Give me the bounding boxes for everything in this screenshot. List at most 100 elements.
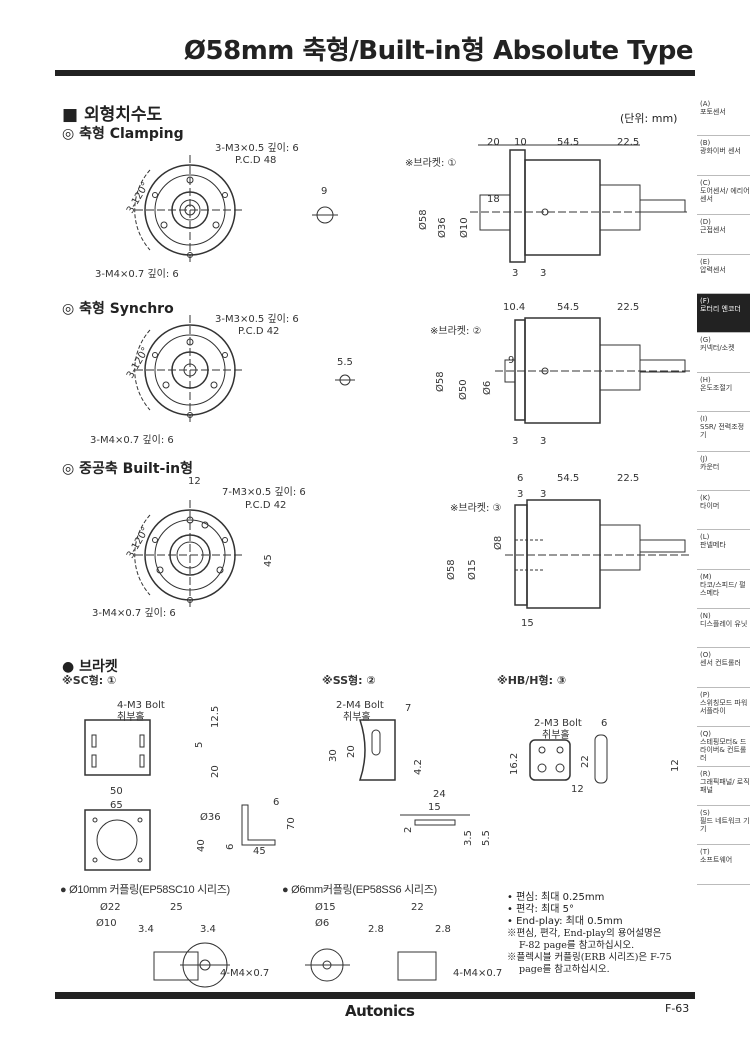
bracket-sc-drawing xyxy=(84,719,276,871)
dim-label: 3-M4×0.7 깊이: 6 xyxy=(92,608,176,619)
dim-label: 3.5 xyxy=(463,830,474,846)
dim-label: P.C.D 42 xyxy=(238,326,280,337)
dim-label: 5.5 xyxy=(337,357,353,368)
sidebar-item-l[interactable]: (L)판넬메타 xyxy=(697,530,750,570)
sidebar-item-t[interactable]: (T)소프트웨어 xyxy=(697,845,750,885)
dim-label: 4-M4×0.7 xyxy=(453,968,503,979)
dim-label: 3 xyxy=(540,268,547,279)
sidebar-item-p[interactable]: (P)스위칭모드 파워서플라이 xyxy=(697,688,750,728)
dim-label: 45 xyxy=(263,554,274,567)
dim-label: 6 xyxy=(517,473,524,484)
sidebar-item-code: (O) xyxy=(700,651,711,660)
sidebar-item-code: (L) xyxy=(700,533,710,542)
synchro-front-view xyxy=(134,315,355,425)
dim-label: 54.5 xyxy=(557,473,580,484)
sidebar-item-b[interactable]: (B)광화이버 센서 xyxy=(697,136,750,176)
sidebar-item-r[interactable]: (R)그래픽패널/ 로직패널 xyxy=(697,767,750,807)
dim-label: 취부홀 xyxy=(542,730,570,741)
page-title: Ø58mm 축형/Built-in형 Absolute Type xyxy=(183,36,694,66)
sidebar-item-d[interactable]: (D)근접센서 xyxy=(697,215,750,255)
sidebar-item-label: 포토센서 xyxy=(700,108,726,116)
dim-label: Ø36 xyxy=(437,217,448,238)
bracket-ref: ※브라켓: ② xyxy=(430,326,482,337)
sidebar-item-o[interactable]: (O)센서 컨트롤러 xyxy=(697,648,750,688)
dim-label: 25 xyxy=(170,902,183,913)
dim-label: 10 xyxy=(514,137,527,148)
dim-label: 50 xyxy=(110,786,123,797)
sidebar-item-code: (B) xyxy=(700,139,711,148)
dim-label: 4-M3 Bolt xyxy=(117,700,165,711)
clamping-side-view xyxy=(470,144,690,263)
dim-label: 40 xyxy=(196,839,207,852)
sidebar-item-i[interactable]: (I)SSR/ 전력조정기 xyxy=(697,412,750,452)
sidebar-item-h[interactable]: (H)온도조절기 xyxy=(697,373,750,413)
dim-label: 22 xyxy=(580,755,591,768)
sidebar-item-c[interactable]: (C)도어센서/ 에리어센서 xyxy=(697,176,750,216)
dim-label: 5 xyxy=(194,741,205,748)
dim-label: 22.5 xyxy=(617,302,640,313)
dim-label: 3-M4×0.7 깊이: 6 xyxy=(95,269,179,280)
sidebar-item-f[interactable]: (F)로터리 엔코더 xyxy=(697,293,750,334)
dim-label: 20 xyxy=(487,137,500,148)
note-line: page를 참고하십시오. xyxy=(519,964,610,975)
dim-label: 2-M4 Bolt xyxy=(336,700,384,711)
category-sidebar: (A)포토센서(B)광화이버 센서(C)도어센서/ 에리어센서(D)근접센서(E… xyxy=(697,97,750,885)
bracket-ref: ※브라켓: ① xyxy=(405,158,457,169)
sidebar-item-k[interactable]: (K)타이머 xyxy=(697,491,750,531)
dim-label: 54.5 xyxy=(557,137,580,148)
sidebar-item-label: 커넥터/소켓 xyxy=(700,344,735,353)
dim-label: 12 xyxy=(188,476,201,487)
sidebar-item-label: 타코/스피드/ 펄스메타 xyxy=(700,580,746,597)
dim-label: P.C.D 42 xyxy=(245,500,287,511)
dim-label: 7-M3×0.5 깊이: 6 xyxy=(222,487,306,498)
dim-label: Ø50 xyxy=(458,379,469,400)
dim-label: Ø36 xyxy=(200,812,221,823)
unit-label: (단위: mm) xyxy=(620,112,678,125)
coupling-drawings xyxy=(153,942,437,988)
note-line: ※편심, 편각, End-play의 용어설명은 xyxy=(507,928,662,939)
dim-label: 16.2 xyxy=(509,752,520,775)
dim-label: 20 xyxy=(346,745,357,758)
sidebar-item-m[interactable]: (M)타코/스피드/ 펄스메타 xyxy=(697,570,750,610)
coupling-notes: • 편심: 최대 0.25mm • 편각: 최대 5° • End-play: … xyxy=(507,892,672,976)
sidebar-item-q[interactable]: (Q)스테핑모터& 드라이버& 컨트롤러 xyxy=(697,727,750,767)
note-line: • 편각: 최대 5° xyxy=(507,904,574,915)
sidebar-item-j[interactable]: (J)카운터 xyxy=(697,452,750,491)
dim-label: Ø10 xyxy=(459,217,470,238)
dim-label: Ø22 xyxy=(100,902,121,913)
dim-label: 10.4 xyxy=(503,302,526,313)
dim-label: 18 xyxy=(487,194,500,205)
dim-label: Ø15 xyxy=(315,902,336,913)
sidebar-item-g[interactable]: (G)커넥터/소켓 xyxy=(697,333,750,373)
coupling-6-heading: ● Ø6mm커플링(EP58SS6 시리즈) xyxy=(282,884,437,896)
sidebar-item-label: 필드 네트워크 기기 xyxy=(700,817,750,834)
sidebar-item-s[interactable]: (S)필드 네트워크 기기 xyxy=(697,806,750,846)
sidebar-item-e[interactable]: (E)압력센서 xyxy=(697,255,750,294)
builtin-heading: ◎ 중공축 Built-in형 xyxy=(62,461,193,477)
dim-label: 3-M4×0.7 깊이: 6 xyxy=(90,435,174,446)
dim-label: 12.5 xyxy=(210,705,221,728)
sidebar-item-label: 타이머 xyxy=(700,501,720,510)
bracket-ss-label: ※SS형: ② xyxy=(322,674,376,687)
footer-rule xyxy=(55,992,695,999)
dim-label: 3.4 xyxy=(138,924,154,935)
sidebar-item-code: (J) xyxy=(700,454,708,463)
top-rule xyxy=(55,70,695,76)
dim-label: 3 xyxy=(512,268,519,279)
dim-label: 3 xyxy=(540,489,547,500)
sidebar-item-code: (T) xyxy=(700,848,710,857)
dim-label: 20 xyxy=(210,765,221,778)
sidebar-item-code: (K) xyxy=(700,493,711,502)
dim-label: 9 xyxy=(508,355,515,366)
builtin-front-view xyxy=(134,500,245,610)
dim-label: 취부홀 xyxy=(343,712,371,723)
sidebar-item-a[interactable]: (A)포토센서 xyxy=(697,97,750,137)
note-line: ※플렉시블 커플링(ERB 시리즈)은 F-75 xyxy=(507,952,672,963)
sidebar-item-label: 도어센서/ 에리어센서 xyxy=(700,186,750,203)
sidebar-item-n[interactable]: (N)디스플레이 유닛 xyxy=(697,609,750,649)
page-number: F-63 xyxy=(665,1002,690,1015)
clamping-front-view xyxy=(134,155,338,265)
dim-label: 24 xyxy=(433,789,446,800)
dim-label: 4-M4×0.7 xyxy=(220,968,270,979)
